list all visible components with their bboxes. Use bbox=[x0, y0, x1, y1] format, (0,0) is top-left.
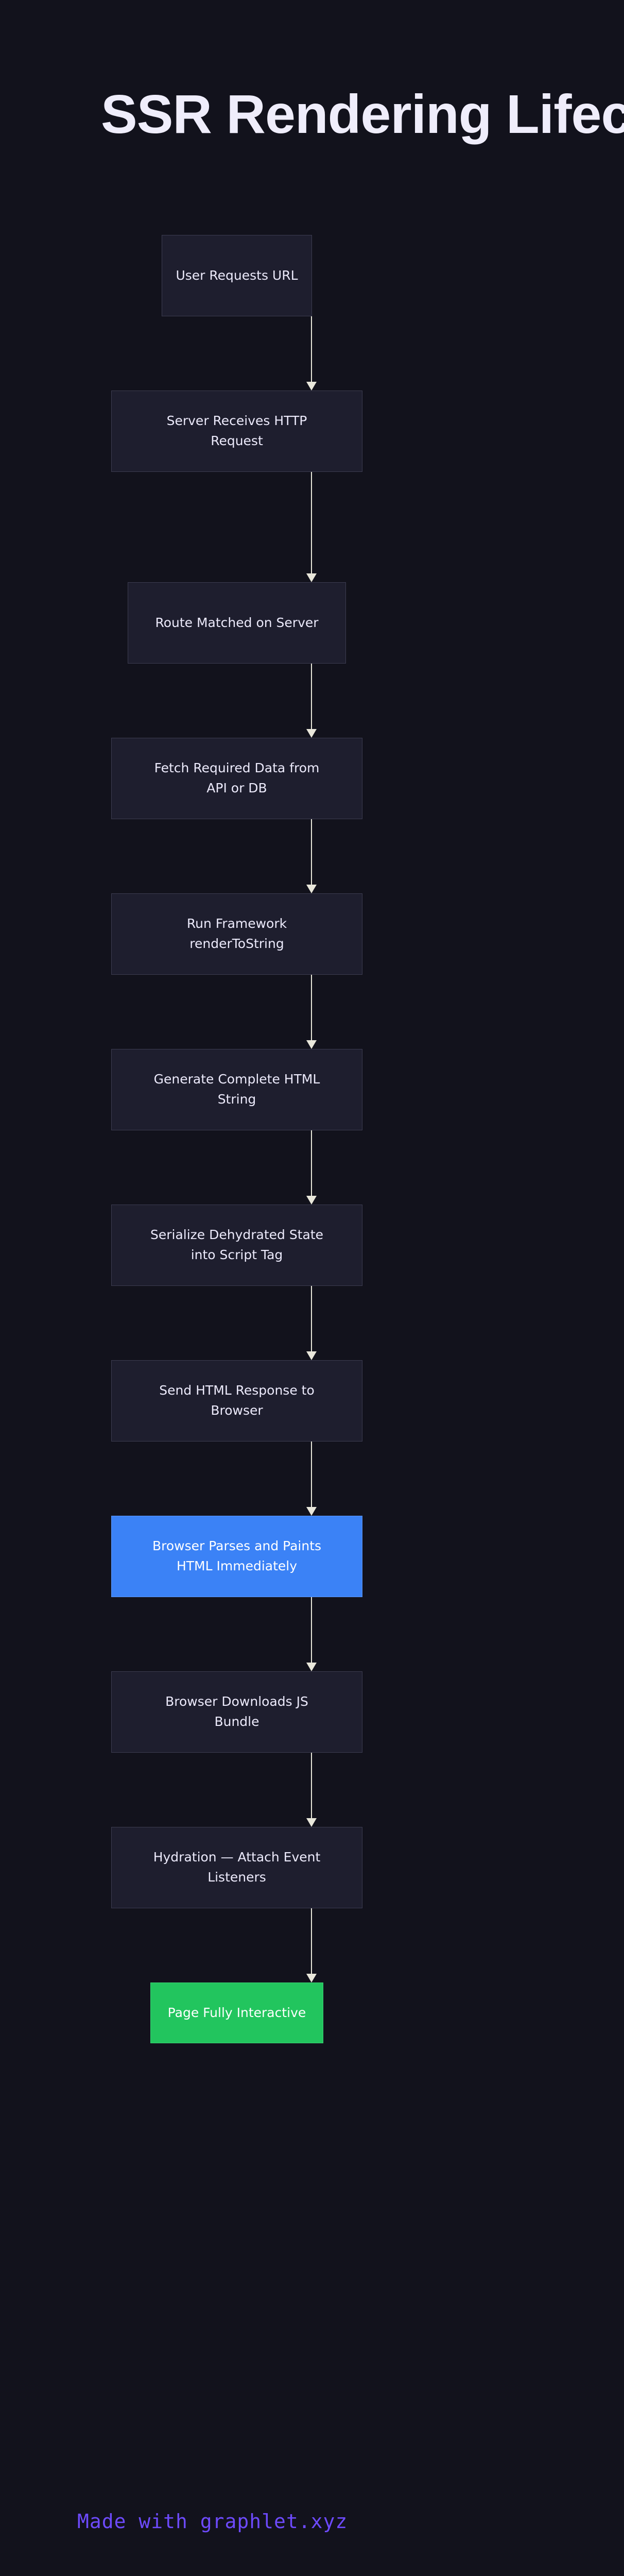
arrowhead-icon bbox=[306, 885, 317, 893]
flow-edge-n7-to-n8 bbox=[305, 1286, 318, 1360]
edge-line bbox=[311, 975, 312, 1041]
flow-edge-n8-to-n9 bbox=[305, 1442, 318, 1516]
flow-node-label: Generate Complete HTML String bbox=[153, 1072, 320, 1107]
flow-node-n4[interactable]: Fetch Required Data from API or DB bbox=[111, 738, 362, 819]
arrowhead-icon bbox=[306, 1974, 317, 1982]
flow-node-n2[interactable]: Server Receives HTTP Request bbox=[111, 391, 362, 472]
flow-node-label: Server Receives HTTP Request bbox=[166, 413, 307, 448]
flow-node-n3[interactable]: Route Matched on Server bbox=[128, 582, 346, 664]
edge-line bbox=[311, 819, 312, 885]
flow-node-label: Route Matched on Server bbox=[155, 615, 319, 630]
flow-edge-n3-to-n4 bbox=[305, 664, 318, 738]
flow-node-n9[interactable]: Browser Parses and Paints HTML Immediate… bbox=[111, 1516, 362, 1597]
flowchart-flow: User Requests URL Server Receives HTTP Re… bbox=[0, 227, 624, 2064]
flow-edge-n10-to-n11 bbox=[305, 1753, 318, 1827]
footer-attribution: Made with graphlet.xyz bbox=[77, 2510, 348, 2533]
flow-node-label: Browser Parses and Paints HTML Immediate… bbox=[152, 1538, 322, 1573]
arrowhead-icon bbox=[306, 1351, 317, 1360]
flow-edge-n9-to-n10 bbox=[305, 1597, 318, 1671]
edge-line bbox=[311, 1286, 312, 1352]
edge-line bbox=[311, 1597, 312, 1663]
edge-line bbox=[311, 316, 312, 382]
flow-node-label: Serialize Dehydrated State into Script T… bbox=[150, 1227, 324, 1262]
flow-node-n10[interactable]: Browser Downloads JS Bundle bbox=[111, 1671, 362, 1753]
flow-edge-n11-to-n12 bbox=[305, 1908, 318, 1982]
edge-line bbox=[311, 1753, 312, 1819]
flow-node-label: User Requests URL bbox=[176, 267, 298, 283]
flow-node-n11[interactable]: Hydration — Attach Event Listeners bbox=[111, 1827, 362, 1908]
flow-edge-n1-to-n2 bbox=[305, 316, 318, 391]
flow-node-n8[interactable]: Send HTML Response to Browser bbox=[111, 1360, 362, 1442]
flow-node-label: Page Fully Interactive bbox=[167, 2005, 306, 2020]
edge-line bbox=[311, 664, 312, 730]
arrowhead-icon bbox=[306, 382, 317, 391]
flow-node-label: Send HTML Response to Browser bbox=[159, 1383, 315, 1418]
edge-line bbox=[311, 1442, 312, 1507]
arrowhead-icon bbox=[306, 1196, 317, 1205]
flow-node-n6[interactable]: Generate Complete HTML String bbox=[111, 1049, 362, 1130]
arrowhead-icon bbox=[306, 1663, 317, 1671]
edge-line bbox=[311, 1130, 312, 1196]
edge-line bbox=[311, 1908, 312, 1974]
flow-node-label: Run Framework renderToString bbox=[186, 916, 287, 951]
flow-edge-n6-to-n7 bbox=[305, 1130, 318, 1205]
flow-node-label: Hydration — Attach Event Listeners bbox=[153, 1850, 321, 1885]
flow-node-n12[interactable]: Page Fully Interactive bbox=[150, 1982, 323, 2043]
flow-node-n5[interactable]: Run Framework renderToString bbox=[111, 893, 362, 975]
flow-node-n1[interactable]: User Requests URL bbox=[162, 235, 312, 316]
flow-edge-n4-to-n5 bbox=[305, 819, 318, 893]
flow-edge-n2-to-n3 bbox=[305, 472, 318, 582]
arrowhead-icon bbox=[306, 1818, 317, 1827]
flow-node-n7[interactable]: Serialize Dehydrated State into Script T… bbox=[111, 1205, 362, 1286]
flow-node-label: Fetch Required Data from API or DB bbox=[154, 760, 320, 795]
flow-edge-n5-to-n6 bbox=[305, 975, 318, 1049]
arrowhead-icon bbox=[306, 1040, 317, 1049]
arrowhead-icon bbox=[306, 729, 317, 738]
page-title: SSR Rendering Lifecycle bbox=[101, 84, 624, 145]
flow-node-label: Browser Downloads JS Bundle bbox=[165, 1694, 308, 1729]
arrowhead-icon bbox=[306, 1507, 317, 1516]
arrowhead-icon bbox=[306, 573, 317, 582]
edge-line bbox=[311, 472, 312, 574]
